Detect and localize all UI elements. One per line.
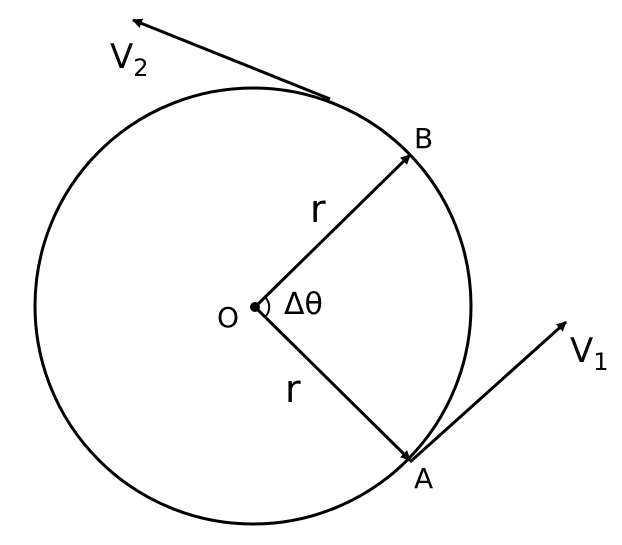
label-b: B [414, 122, 433, 155]
label-a: A [414, 462, 433, 495]
label-center-o: O [217, 301, 239, 334]
radius-vector-a [253, 305, 412, 462]
label-v2: V2 [110, 37, 149, 82]
circle [33, 86, 473, 526]
radius-vector-b [253, 153, 412, 309]
label-radius-top: r [310, 187, 326, 231]
label-radius-bottom: r [285, 367, 301, 411]
velocity-v2-arrow [132, 18, 331, 101]
label-angle: Δθ [284, 287, 323, 322]
velocity-v1-arrow [408, 320, 568, 464]
angle-arc [264, 296, 271, 318]
label-v1: V1 [570, 331, 609, 376]
